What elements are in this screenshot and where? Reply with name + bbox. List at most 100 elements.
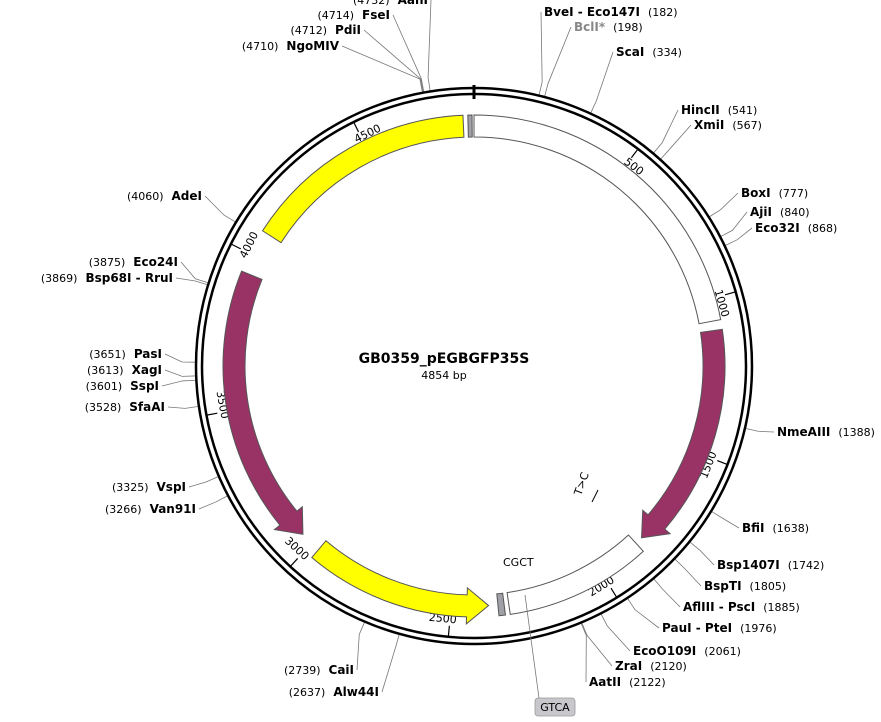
enzyme-leader-line (580, 623, 587, 683)
feature-kanr (222, 270, 304, 535)
enzyme-leader-line (538, 11, 543, 95)
enzyme-separator: - (574, 5, 587, 19)
enzyme-site-bvei-eco147i[interactable]: BveI - Eco147I(182) (544, 5, 678, 19)
enzyme-leader-line (653, 109, 679, 153)
enzyme-site-vspi[interactable]: VspI (3325) (112, 480, 186, 494)
svg-text:EcoO109I: EcoO109I (633, 644, 696, 658)
enzyme-leader-line (590, 51, 614, 113)
enzyme-leader-line (161, 379, 196, 387)
enzyme-name: ScaI (616, 45, 644, 59)
svg-text:XmiI: XmiI (694, 118, 724, 132)
enzyme-site-bsp68i-rrui[interactable]: Bsp68I - RruI(3869) (41, 271, 173, 285)
svg-text:NmeAIII: NmeAIII (777, 425, 830, 439)
enzyme-site-bcli[interactable]: BclI*(198) (574, 20, 643, 34)
enzyme-name: PdiI (335, 23, 361, 37)
svg-text:Eco32I: Eco32I (755, 221, 800, 235)
enzyme-leader-line (427, 0, 432, 91)
svg-text:XagI: XagI (132, 363, 162, 377)
feature-rb (496, 592, 506, 617)
feature-arcs (222, 114, 726, 625)
enzyme-separator: - (131, 271, 144, 285)
enzyme-site-fsei[interactable]: FseI (4714) (317, 8, 390, 22)
enzyme-site-alw44i[interactable]: Alw44I(2637) (289, 685, 379, 699)
map-center: GB0359_pEGBGFP35S 4854 bp (359, 351, 530, 382)
enzyme-position: (2120) (650, 660, 687, 673)
enzyme-site-ajii[interactable]: AjiI(840) (750, 205, 810, 219)
snp-marker (591, 489, 599, 503)
enzyme-name: VspI (157, 480, 186, 494)
enzyme-name: XagI (132, 363, 162, 377)
enzyme-leader-line (745, 428, 775, 433)
enzyme-name: Van91I (150, 502, 196, 516)
enzyme-position: (1885) (763, 601, 800, 614)
enzyme-site-paui-ptei[interactable]: PauI - PteI(1976) (662, 621, 777, 635)
enzyme-leader-line (356, 622, 365, 671)
enzyme-leader-lines (161, 0, 775, 693)
svg-text:SspI: SspI (130, 379, 159, 393)
enzyme-site-aani[interactable]: AanI(4732) (353, 0, 428, 7)
enzyme-leader-line (381, 634, 400, 693)
enzyme-site-sfaai[interactable]: SfaAI(3528) (85, 400, 165, 414)
enzyme-site-nmeaiii[interactable]: NmeAIII(1388) (777, 425, 875, 439)
enzyme-position: (3325) (112, 481, 149, 494)
enzyme-site-ecoo109i[interactable]: EcoO109I(2061) (633, 644, 741, 658)
enzyme-name: NmeAIII (777, 425, 830, 439)
enzyme-site-xagi[interactable]: XagI(3613) (87, 363, 162, 377)
tick-mark (231, 243, 242, 250)
enzyme-leader-line (341, 45, 423, 92)
enzyme-leader-line (689, 542, 715, 566)
enzyme-position: (4714) (317, 9, 354, 22)
enzyme-leader-line (164, 353, 196, 363)
enzyme-site-zrai[interactable]: ZraI(2120) (615, 659, 687, 673)
enzyme-site-sspi[interactable]: SspI(3601) (86, 379, 159, 393)
tick-mark (290, 558, 299, 567)
enzyme-site-pdii[interactable]: PdiI(4712) (290, 23, 361, 37)
enzyme-site-bspti[interactable]: BspTI(1805) (704, 579, 786, 593)
enzyme-site-eco24i[interactable]: Eco24I(3875) (89, 255, 178, 269)
enzyme-site-scai[interactable]: ScaI(334) (616, 45, 682, 59)
svg-text:PdiI: PdiI (335, 23, 361, 37)
enzyme-site-aatii[interactable]: AatII(2122) (589, 675, 666, 689)
enzyme-leader-line (627, 598, 660, 629)
enzyme-site-ngomiv[interactable]: NgoMIV(4710) (242, 39, 340, 53)
enzyme-site-bfii[interactable]: BfiI(1638) (742, 521, 809, 535)
enzyme-name: RruI (145, 271, 173, 285)
enzyme-site-afliii-psci[interactable]: AflIII - PscI(1885) (683, 600, 800, 614)
tick-mark (207, 412, 218, 416)
svg-text:Bsp1407I: Bsp1407I (717, 558, 780, 572)
enzyme-leader-line (720, 211, 748, 237)
svg-text:Bsp68I - RruI: Bsp68I - RruI (85, 271, 173, 285)
enzyme-name: FseI (362, 8, 390, 22)
tc-label: T>C (571, 470, 592, 498)
enzyme-leader-line (581, 623, 613, 667)
enzyme-name: BveI (544, 5, 574, 19)
enzyme-leader-line (180, 261, 208, 283)
enzyme-name: BspTI (704, 579, 742, 593)
enzyme-leader-line (204, 195, 236, 223)
enzyme-leader-line (660, 124, 692, 160)
enzyme-name: XmiI (694, 118, 724, 132)
feature-gfp (641, 328, 726, 539)
enzyme-position: (567) (732, 119, 762, 132)
enzyme-site-eco32i[interactable]: Eco32I(868) (755, 221, 837, 235)
enzyme-site-xmii[interactable]: XmiI (567) (694, 118, 762, 132)
enzyme-site-boxi[interactable]: BoxI(777) (741, 186, 808, 200)
svg-text:BfiI: BfiI (742, 521, 765, 535)
enzyme-site-pasi[interactable]: PasI(3651) (89, 347, 162, 361)
tick-label: 4000 (237, 229, 261, 260)
enzyme-leader-line (198, 495, 228, 510)
enzyme-site-hincii[interactable]: HincII(541) (681, 103, 757, 117)
enzyme-site-caii[interactable]: CaiI(2739) (284, 663, 354, 677)
map-title: GB0359_pEGBGFP35S (359, 351, 530, 367)
enzyme-site-adei[interactable]: AdeI(4060) (127, 189, 202, 203)
enzyme-site-bsp1407i[interactable]: Bsp1407I(1742) (717, 558, 824, 572)
enzyme-leader-line (653, 578, 681, 608)
map-length: 4854 bp (421, 369, 466, 382)
tick-mark (353, 122, 360, 133)
svg-text:VspI: VspI (157, 480, 186, 494)
enzyme-position: (182) (648, 6, 678, 19)
enzyme-name: BfiI (742, 521, 765, 535)
enzyme-position: (840) (780, 206, 810, 219)
enzyme-site-van91i[interactable]: Van91I(3266) (105, 502, 196, 516)
svg-text:BclI*: BclI* (574, 20, 606, 34)
